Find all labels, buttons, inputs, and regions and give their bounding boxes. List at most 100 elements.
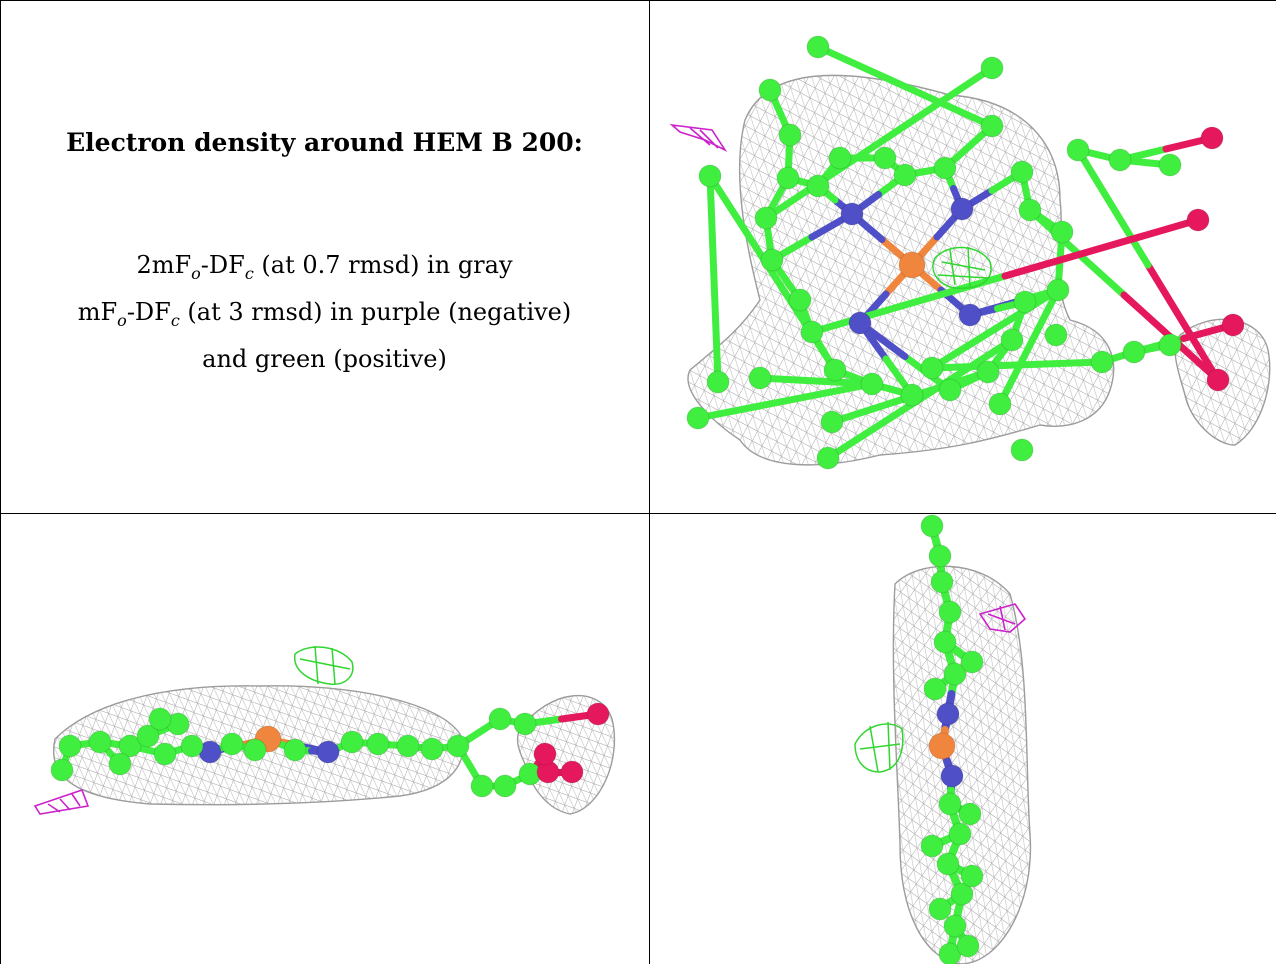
carbon-atom	[470, 774, 494, 798]
caption-line-positive: and green (positive)	[202, 344, 447, 373]
carbon-atom	[956, 934, 980, 958]
bond	[928, 325, 999, 372]
carbon-atom	[923, 677, 947, 701]
table-border-top	[0, 0, 1276, 1]
heme-side-view-panel	[0, 514, 649, 964]
carbon-atom	[900, 383, 924, 407]
carbon-atom	[366, 732, 390, 756]
carbon-atom	[1158, 333, 1182, 357]
carbon-atom	[758, 78, 782, 102]
carbon-atom	[748, 366, 772, 390]
carbon-atom	[1122, 340, 1146, 364]
carbon-atom	[420, 737, 444, 761]
carbon-atom	[1158, 153, 1182, 177]
carbon-atom	[1046, 278, 1070, 302]
carbon-atom	[88, 730, 112, 754]
carbon-atom	[58, 734, 82, 758]
caption-cell: Electron density around HEM B 200: 2mFo-…	[0, 0, 649, 513]
carbon-atom	[686, 406, 710, 430]
positive-difference-density	[854, 721, 904, 773]
bond	[901, 83, 996, 130]
bond	[808, 272, 1009, 336]
carbon-atom	[920, 834, 944, 858]
carbon-atom	[988, 392, 1012, 416]
carbon-atom	[820, 410, 844, 434]
iron-atom	[928, 732, 956, 760]
nitrogen-atom	[958, 303, 982, 327]
heme-top-view	[669, 35, 1271, 470]
carbon-atom	[873, 146, 897, 170]
caption-title: Electron density around HEM B 200:	[66, 128, 583, 157]
carbon-atom	[930, 570, 954, 594]
carbon-atom	[920, 514, 944, 538]
iron-atom	[898, 251, 926, 279]
bond	[781, 380, 876, 405]
carbon-atom	[446, 734, 470, 758]
carbon-atom	[950, 882, 974, 906]
bond	[814, 43, 909, 90]
carbon-atom	[50, 758, 74, 782]
negative-difference-density	[33, 788, 90, 815]
carbon-atom	[788, 288, 812, 312]
carbon-atom	[1108, 148, 1132, 172]
bond	[1144, 261, 1222, 384]
negative-difference-density	[669, 123, 728, 153]
carbon-atom	[513, 712, 537, 736]
carbon-atom	[960, 864, 984, 888]
carbon-atom	[396, 734, 420, 758]
oxygen-atom	[586, 702, 610, 726]
carbon-atom	[920, 356, 944, 380]
carbon-atom	[1010, 438, 1034, 462]
nitrogen-atom	[940, 764, 964, 788]
carbon-atom	[823, 358, 847, 382]
oxygen-atom	[1186, 208, 1210, 232]
oxygen-atom	[1221, 313, 1245, 337]
heme-atoms	[50, 702, 610, 798]
bond	[1013, 358, 1106, 369]
heme-top-view-panel	[650, 0, 1276, 513]
carbon-atom	[943, 662, 967, 686]
carbon-atom	[760, 248, 784, 272]
carbon-atom	[928, 544, 952, 568]
heme-atoms	[686, 35, 1245, 470]
carbon-atom	[118, 734, 142, 758]
carbon-atom	[936, 852, 960, 876]
carbon-atom	[1066, 138, 1090, 162]
carbon-atom	[1044, 323, 1068, 347]
nitrogen-atom	[936, 702, 960, 726]
carbon-atom	[488, 707, 512, 731]
oxygen-atom	[533, 742, 557, 766]
carbon-atom	[220, 732, 244, 756]
carbon-atom	[1090, 350, 1114, 374]
carbon-atom	[283, 738, 307, 762]
nitrogen-atom	[950, 197, 974, 221]
bond	[824, 395, 924, 462]
carbon-atom	[928, 897, 952, 921]
table-border-mid-vertical	[649, 0, 650, 964]
carbon-atom	[108, 752, 132, 776]
carbon-atom	[980, 56, 1004, 80]
nitrogen-atom	[848, 311, 872, 335]
carbon-atom	[1010, 160, 1034, 184]
negative-difference-density	[978, 603, 1027, 633]
table-border-mid-horizontal	[0, 513, 1276, 514]
heme-edge-view	[854, 514, 1032, 964]
bond	[706, 172, 718, 283]
carbon-atom	[136, 724, 160, 748]
carbon-atom	[800, 320, 824, 344]
carbon-atom	[148, 707, 172, 731]
positive-difference-density	[932, 246, 992, 289]
carbon-atom	[816, 446, 840, 470]
carbon-atom	[778, 123, 802, 147]
bond	[828, 393, 914, 426]
carbon-atom	[976, 360, 1000, 384]
carbon-atom	[980, 114, 1004, 138]
caption-line-2fofc: 2mFo-DFc (at 0.7 rmsd) in gray	[136, 251, 513, 283]
carbon-atom	[943, 914, 967, 938]
carbon-atom	[958, 802, 982, 826]
carbon-atom	[180, 734, 204, 758]
nitrogen-atom	[316, 740, 340, 764]
heme-edge-view-panel	[650, 514, 1276, 964]
bond	[928, 361, 1021, 372]
